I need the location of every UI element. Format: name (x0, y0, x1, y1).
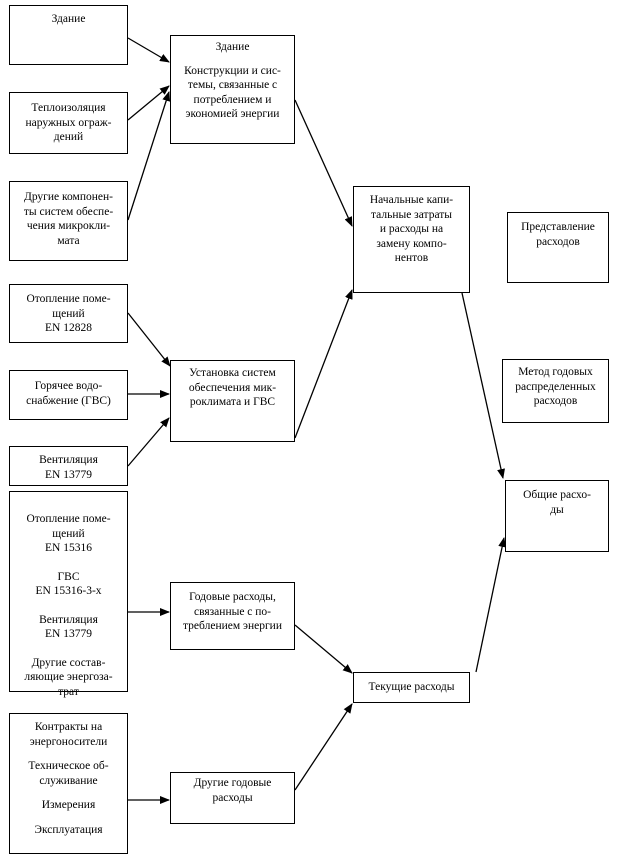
box-heating-12828: Отопление поме- щений EN 12828 (9, 284, 128, 343)
box-energy-components-group: Отопление поме- щений EN 15316 ГВС EN 15… (9, 491, 128, 698)
label-annual-energy-costs: Годовые расходы, связанные с по- треблен… (183, 591, 282, 632)
label-building-title: Здание (215, 41, 250, 53)
label-other-components: Другие компонен- ты систем обеспе- чения… (23, 191, 114, 247)
label-cost-presentation: Представление расходов (521, 221, 595, 248)
box-thermal-insulation: Теплоизоляция наружных ограж- дений (9, 92, 128, 154)
box-cost-presentation: Представление расходов (507, 212, 609, 283)
arrow-insulation-to-systems (127, 85, 170, 121)
arrow-heating-to-installation (127, 312, 171, 367)
label-measurements: Измерения (41, 799, 96, 811)
box-running-costs: Текущие расходы (353, 672, 470, 703)
label-thermal-insulation: Теплоизоляция наружных ограж- дений (25, 102, 112, 143)
label-heating-12828: Отопление поме- щений EN 12828 (26, 293, 111, 334)
arrow-building-to-systems (127, 37, 170, 63)
label-ventilation-13779: Вентиляция EN 13779 (39, 454, 98, 481)
label-running-costs: Текущие расходы (368, 681, 455, 693)
box-annual-energy-costs: Годовые расходы, связанные с по- треблен… (170, 582, 295, 650)
box-other-annual-components-group: Контракты на энергоносители Техническое … (9, 713, 128, 854)
arrow-ventilation-to-installation (127, 417, 170, 467)
box-global-cost: Общие расхо- ды (505, 480, 609, 552)
label-installation: Установка систем обеспечения мик- роклим… (188, 367, 277, 408)
box-hot-water-input: Горячее водо- снабжение (ГВС) (9, 370, 128, 420)
box-other-annual-costs: Другие годовые расходы (170, 772, 295, 824)
label-other-annual-costs: Другие годовые расходы (193, 777, 272, 804)
label-group-ventilation: Вентиляция EN 13779 (39, 613, 98, 641)
arrow-annual-energy-to-running (294, 624, 353, 674)
box-annualized-method: Метод годовых распределенных расходов (502, 359, 609, 423)
label-operation: Эксплуатация (34, 823, 103, 836)
label-energy-contracts: Контракты на энергоносители (29, 721, 108, 748)
arrow-installation-to-initial (294, 289, 353, 439)
label-initial-investment: Начальные капи- тальные затраты и расход… (369, 194, 454, 264)
label-annualized-method: Метод годовых распределенных расходов (515, 366, 596, 407)
label-building-description: Конструкции и сис- темы, связанные с пот… (184, 64, 281, 121)
label-hot-water-input: Горячее водо- снабжение (ГВС) (26, 380, 111, 407)
label-global-cost: Общие расхо- ды (523, 489, 591, 516)
box-ventilation-13779: Вентиляция EN 13779 (9, 446, 128, 486)
arrow-components-to-systems (127, 91, 171, 221)
label-building-input: Здание (51, 13, 86, 25)
box-building-input: Здание (9, 5, 128, 65)
label-group-heating: Отопление поме- щений EN 15316 (26, 513, 111, 554)
box-building-systems: Здание Конструкции и сис- темы, связанны… (170, 35, 295, 144)
label-group-other: Другие состав- ляющие энергоза- трат (24, 656, 113, 698)
box-installation: Установка систем обеспечения мик- роклим… (170, 360, 295, 442)
label-group-hot-water: ГВС EN 15316-3-х (35, 570, 102, 598)
arrow-other-annual-to-running (294, 703, 353, 791)
arrow-running-to-global (475, 537, 507, 673)
arrow-systems-to-initial (294, 99, 353, 227)
box-other-components: Другие компонен- ты систем обеспе- чения… (9, 181, 128, 261)
arrow-initial-to-global (461, 292, 505, 479)
box-initial-investment: Начальные капи- тальные затраты и расход… (353, 186, 470, 293)
label-maintenance: Техническое об- служивание (28, 760, 109, 787)
